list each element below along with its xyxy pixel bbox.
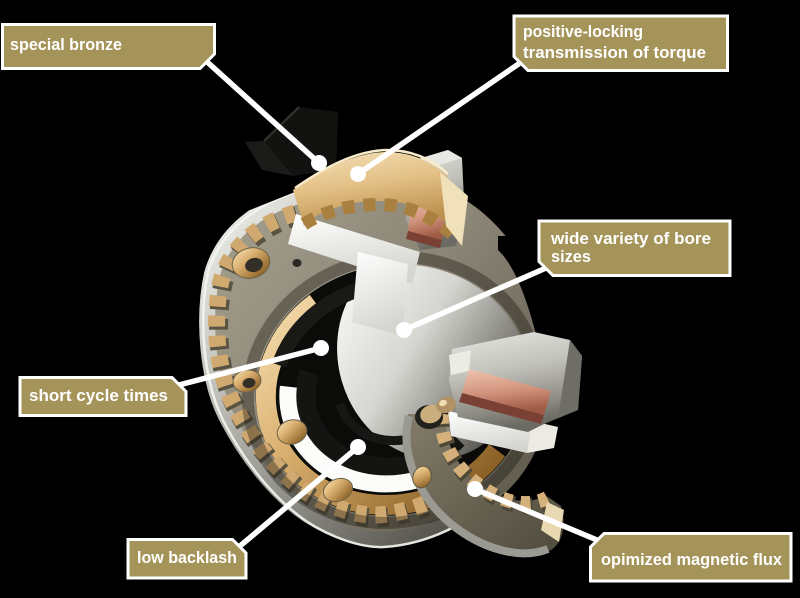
leader-line-positive-locking bbox=[355, 60, 523, 177]
armature-hole bbox=[412, 465, 432, 489]
magnet-coil-bottom bbox=[462, 369, 551, 415]
armature-rim bbox=[402, 415, 550, 558]
leader-dot-low-backlash bbox=[350, 439, 366, 455]
rotor-disc bbox=[199, 181, 551, 549]
callout-box bbox=[512, 14, 729, 72]
cut-step-bottom bbox=[527, 421, 558, 453]
bolt-hole bbox=[322, 477, 354, 503]
callout-wide-bore-sizes: wide variety of bore sizes bbox=[537, 219, 732, 277]
callout-box bbox=[1, 23, 216, 70]
callout-text: special bronze bbox=[10, 35, 122, 54]
leader-dot-bore-sizes bbox=[396, 322, 412, 338]
callout-box bbox=[589, 532, 793, 583]
leader-dot-short-cycle bbox=[313, 340, 329, 356]
housing-step-left bbox=[449, 350, 471, 375]
rotor-outer-rim bbox=[199, 188, 493, 549]
crown-teeth bbox=[300, 198, 457, 239]
hub-sleeve-section bbox=[352, 252, 408, 336]
bolt-hole bbox=[232, 369, 262, 393]
rim-edge-highlight bbox=[201, 189, 492, 549]
callout-text: short cycle times bbox=[29, 386, 168, 405]
gear-teeth bbox=[208, 204, 472, 524]
callout-text: transmission of torque bbox=[523, 43, 706, 62]
bearing-pin bbox=[415, 396, 456, 429]
callout-text: low backlash bbox=[137, 548, 237, 567]
callout-special-bronze: special bronze bbox=[1, 23, 216, 70]
pilot-hole bbox=[292, 259, 302, 267]
coil-shadow-bottom bbox=[459, 393, 544, 424]
leader-dot-magnetic-flux bbox=[467, 481, 483, 497]
leader-line-special-bronze bbox=[202, 57, 322, 166]
leader-dot-positive-locking bbox=[350, 166, 366, 182]
bronze-tooth-crown bbox=[293, 152, 453, 230]
leader-dot-special-bronze bbox=[311, 155, 327, 171]
top-assembly bbox=[288, 148, 468, 336]
coil-shadow-top bbox=[406, 231, 442, 248]
callout-text: wide variety of bore bbox=[550, 229, 711, 248]
armature-teeth bbox=[434, 413, 551, 511]
callout-optimized-magnetic-flux: opimized magnetic flux bbox=[589, 532, 793, 583]
bolt-hole bbox=[231, 247, 271, 279]
callout-text: positive-locking bbox=[523, 22, 643, 41]
callout-short-cycle-times: short cycle times bbox=[18, 376, 188, 417]
callout-low-backlash: low backlash bbox=[126, 538, 248, 580]
callout-box bbox=[126, 538, 248, 580]
leader-lines bbox=[176, 57, 600, 549]
housing-side-face bbox=[558, 340, 582, 418]
leader-line-bore-sizes bbox=[401, 265, 549, 333]
crown-highlight bbox=[294, 148, 449, 190]
leader-line-low-backlash bbox=[237, 444, 361, 549]
callout-positive-locking: positive-locking transmission of torque bbox=[512, 14, 729, 72]
rotor-disc-face bbox=[202, 181, 551, 549]
leader-line-short-cycle bbox=[176, 345, 324, 388]
callout-text: sizes bbox=[551, 247, 591, 266]
crown-section-face bbox=[440, 172, 468, 246]
callout-text: opimized magnetic flux bbox=[601, 550, 783, 569]
bottom-assembly bbox=[402, 332, 582, 558]
bolt-hole bbox=[276, 419, 308, 445]
callout-box bbox=[537, 219, 732, 277]
cut-face-bottom bbox=[448, 411, 532, 453]
callout-box bbox=[18, 376, 188, 417]
leader-line-magnetic-flux bbox=[472, 486, 600, 543]
